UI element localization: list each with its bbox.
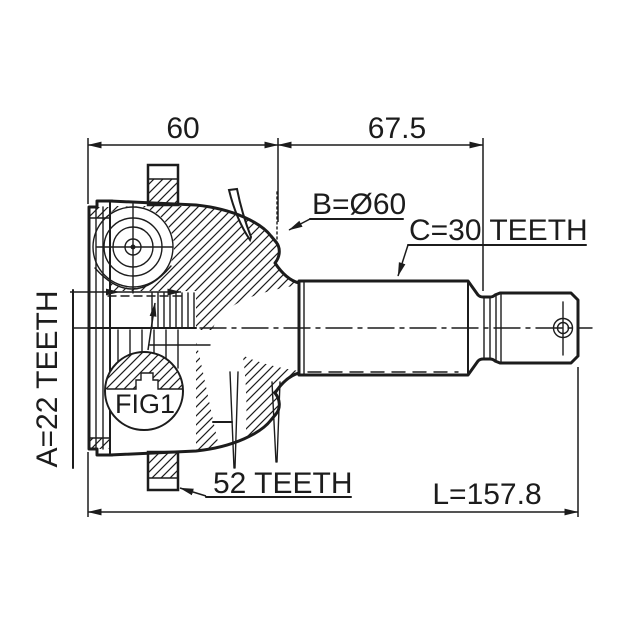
spline-a-label: A=22 TEETH <box>31 290 64 467</box>
annotation-body-diameter: B=Ø60 <box>288 188 406 231</box>
dim-length-label: L=157.8 <box>432 478 541 511</box>
annotation-outer-spline: C=30 TEETH <box>397 214 588 277</box>
spline-a-mid-arrow <box>106 288 120 296</box>
abs-ring-bottom <box>146 450 180 492</box>
shaft-outline <box>297 279 580 377</box>
inner-spline-teeth <box>151 292 195 328</box>
bearing-ball-detail <box>92 203 174 294</box>
fig1-spline-step <box>106 372 183 390</box>
fig1-hatch <box>105 352 183 389</box>
fig1-label: FIG1 <box>115 389 175 419</box>
abs-ring-leader <box>179 487 207 497</box>
hatch-abs-ring-top <box>148 179 178 205</box>
hatch-abs-ring-bottom <box>148 452 178 478</box>
abs-ring-label: 52 TEETH <box>213 467 353 500</box>
spline-c-label: C=30 TEETH <box>409 214 588 247</box>
top-profile <box>108 199 301 285</box>
dimension-outer-section: 67.5 <box>277 112 484 149</box>
dimension-joint-width: 60 <box>87 112 279 149</box>
boot-fold-area <box>196 330 247 468</box>
hatch-left-rim-top <box>89 207 110 218</box>
hatch-upper-wedge <box>196 206 299 328</box>
boot-folds-bottom <box>212 371 281 469</box>
abs-ring-top <box>146 163 180 207</box>
thread-hole-detail <box>552 301 574 356</box>
fig1-balloon: FIG1 <box>104 302 184 431</box>
hatch-left-rim-bottom <box>89 438 110 449</box>
annotation-inner-spline: A=22 TEETH <box>31 288 182 469</box>
bottom-profile <box>108 371 301 457</box>
dim-60-label: 60 <box>166 112 199 145</box>
fig1-leader <box>147 302 157 351</box>
annotation-abs-ring: 52 TEETH <box>179 467 353 500</box>
dim-67-5-label: 67.5 <box>368 112 426 145</box>
dimension-overall-length: L=157.8 <box>87 478 579 516</box>
diameter-b-label: B=Ø60 <box>312 188 406 221</box>
diameter-b-leader <box>288 218 311 231</box>
spline-c-leader <box>397 244 409 277</box>
dimensions: 60 67.5 L=157.8 A=22 TEETH B=Ø60 C=30 TE… <box>31 112 588 517</box>
